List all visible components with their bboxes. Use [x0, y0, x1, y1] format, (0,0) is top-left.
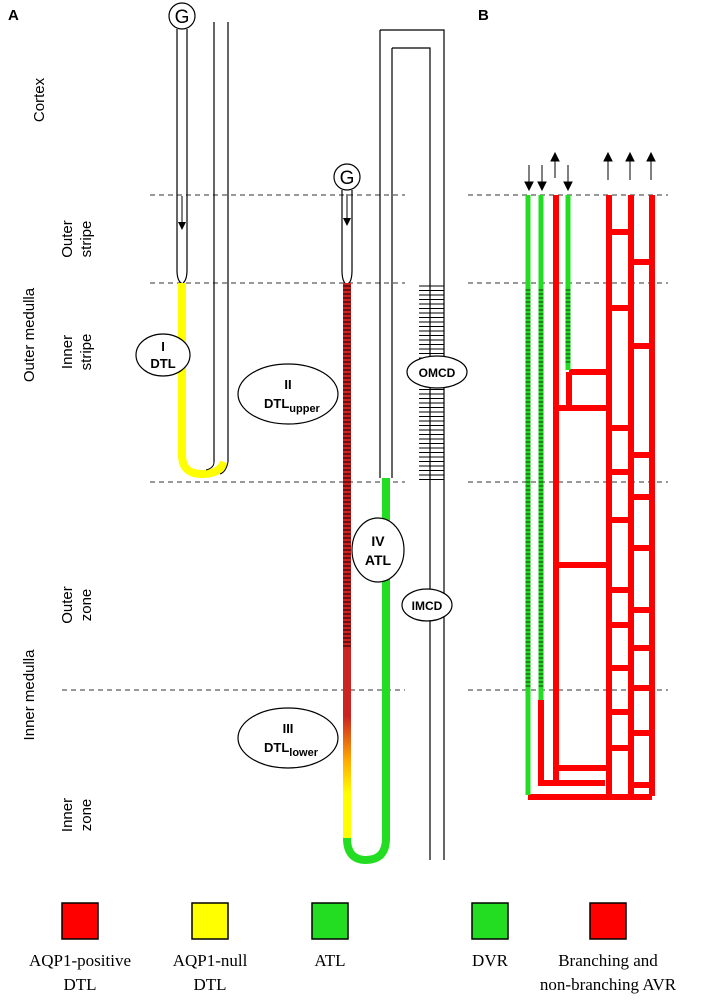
- legend-swatch: [471, 902, 509, 940]
- segment-2-number: II: [284, 377, 291, 392]
- region-label-outer-medulla: Outer medulla: [21, 287, 38, 382]
- long-loop-dtl-upper-striations: [343, 285, 351, 647]
- legend-item: DVR: [471, 902, 509, 970]
- avr-network: [528, 195, 655, 800]
- legend-label-line2: non-branching AVR: [540, 975, 677, 994]
- short-loop-proximal-tubule: [176, 29, 188, 284]
- avr-arrow-1-head: [550, 151, 560, 162]
- avr-lower-left-loop: [538, 700, 605, 786]
- legend-label-line1: AQP1-positive: [29, 951, 131, 970]
- segment-3-number: III: [283, 721, 294, 736]
- region-label-outer-zone-1: Outer: [59, 586, 76, 624]
- short-loop-aqp1-null-dtl: [178, 283, 228, 479]
- segment-2-ellipse: [237, 363, 339, 425]
- avr-arrow-2-head: [603, 151, 613, 162]
- dvr-arrow-1-head: [524, 181, 534, 192]
- region-label-cortex: Cortex: [31, 77, 48, 122]
- region-label-outer-stripe-2: stripe: [78, 221, 95, 258]
- segment-4-number: IV: [371, 533, 385, 549]
- glomerulus-long: [333, 163, 361, 191]
- long-loop-dtl-gradient: [343, 283, 351, 838]
- imcd-label: IMCD: [412, 599, 443, 613]
- vasa-recta: [524, 151, 656, 800]
- legend-label-line2: DTL: [63, 975, 96, 994]
- legend-label-line1: Branching and: [558, 951, 658, 970]
- dvr-vessels: [525, 195, 571, 795]
- panel-label-b: B: [478, 7, 489, 24]
- legend-swatch: [589, 902, 627, 940]
- segment-1-ellipse: [135, 333, 191, 377]
- long-loop-proximal-tubule: [341, 190, 353, 284]
- region-label-inner-stripe-2: stripe: [78, 334, 95, 371]
- region-label-inner-zone-2: zone: [78, 799, 95, 832]
- segment-1-number: I: [161, 339, 165, 354]
- short-loop-bend-outline: [205, 461, 229, 475]
- legend-item: ATL: [311, 902, 349, 970]
- short-loop-flow-arrow-head: [178, 222, 186, 230]
- vasa-recta-flow-arrows: [524, 151, 656, 192]
- segment-3-name-text: DTL: [264, 740, 289, 755]
- dvr-arrow-3-head: [563, 181, 573, 192]
- omcd-label: OMCD: [419, 366, 456, 380]
- glomerulus-short: [168, 2, 196, 30]
- avr-arrow-4-head: [646, 151, 656, 162]
- glomerulus-long-label: G: [340, 168, 355, 189]
- region-label-outer-zone-2: zone: [78, 589, 95, 622]
- legend-label-line2: DTL: [193, 975, 226, 994]
- legend-label-line1: DVR: [472, 951, 509, 970]
- segment-4-name: ATL: [365, 552, 392, 568]
- segment-2-name-text: DTL: [264, 396, 289, 411]
- segment-3-subscript: lower: [289, 747, 318, 759]
- legend-swatch: [191, 902, 229, 940]
- legend-swatch: [311, 902, 349, 940]
- omcd-ellipse: [406, 355, 468, 389]
- long-loop-bend-atl: [343, 837, 390, 865]
- long-loop-flow-arrow-head: [343, 218, 351, 226]
- legend-label-line1: AQP1-null: [173, 951, 248, 970]
- segment-4-ellipse: [351, 517, 405, 583]
- dvr-striations: [525, 289, 571, 687]
- legend-swatch: [61, 902, 99, 940]
- segment-2-name: DTLupper: [264, 396, 321, 415]
- legend-item: Branching and non-branching AVR: [540, 902, 677, 994]
- glomerulus-short-label: G: [175, 7, 190, 28]
- zone-boundaries: [62, 194, 668, 691]
- segment-1-name: DTL: [150, 356, 175, 371]
- segment-2-subscript: upper: [289, 403, 320, 415]
- segment-3-ellipse: [237, 707, 339, 769]
- region-label-inner-zone-1: Inner: [59, 798, 76, 832]
- legend-label-line1: ATL: [314, 951, 345, 970]
- avr-arrow-3-head: [625, 151, 635, 162]
- segment-3-name: DTLlower: [264, 740, 319, 759]
- short-loop-nephron: G: [168, 2, 229, 479]
- long-loop-nephron: G: [333, 30, 393, 865]
- avr-upper-loop: [556, 369, 612, 411]
- dvr-arrow-2-head: [537, 181, 547, 192]
- region-label-outer-stripe-1: Outer: [59, 220, 76, 258]
- imcd-ellipse: [401, 588, 453, 622]
- region-label-inner-stripe-1: Inner: [59, 335, 76, 369]
- panel-label-a: A: [8, 7, 19, 24]
- region-label-inner-medulla: Inner medulla: [21, 649, 38, 741]
